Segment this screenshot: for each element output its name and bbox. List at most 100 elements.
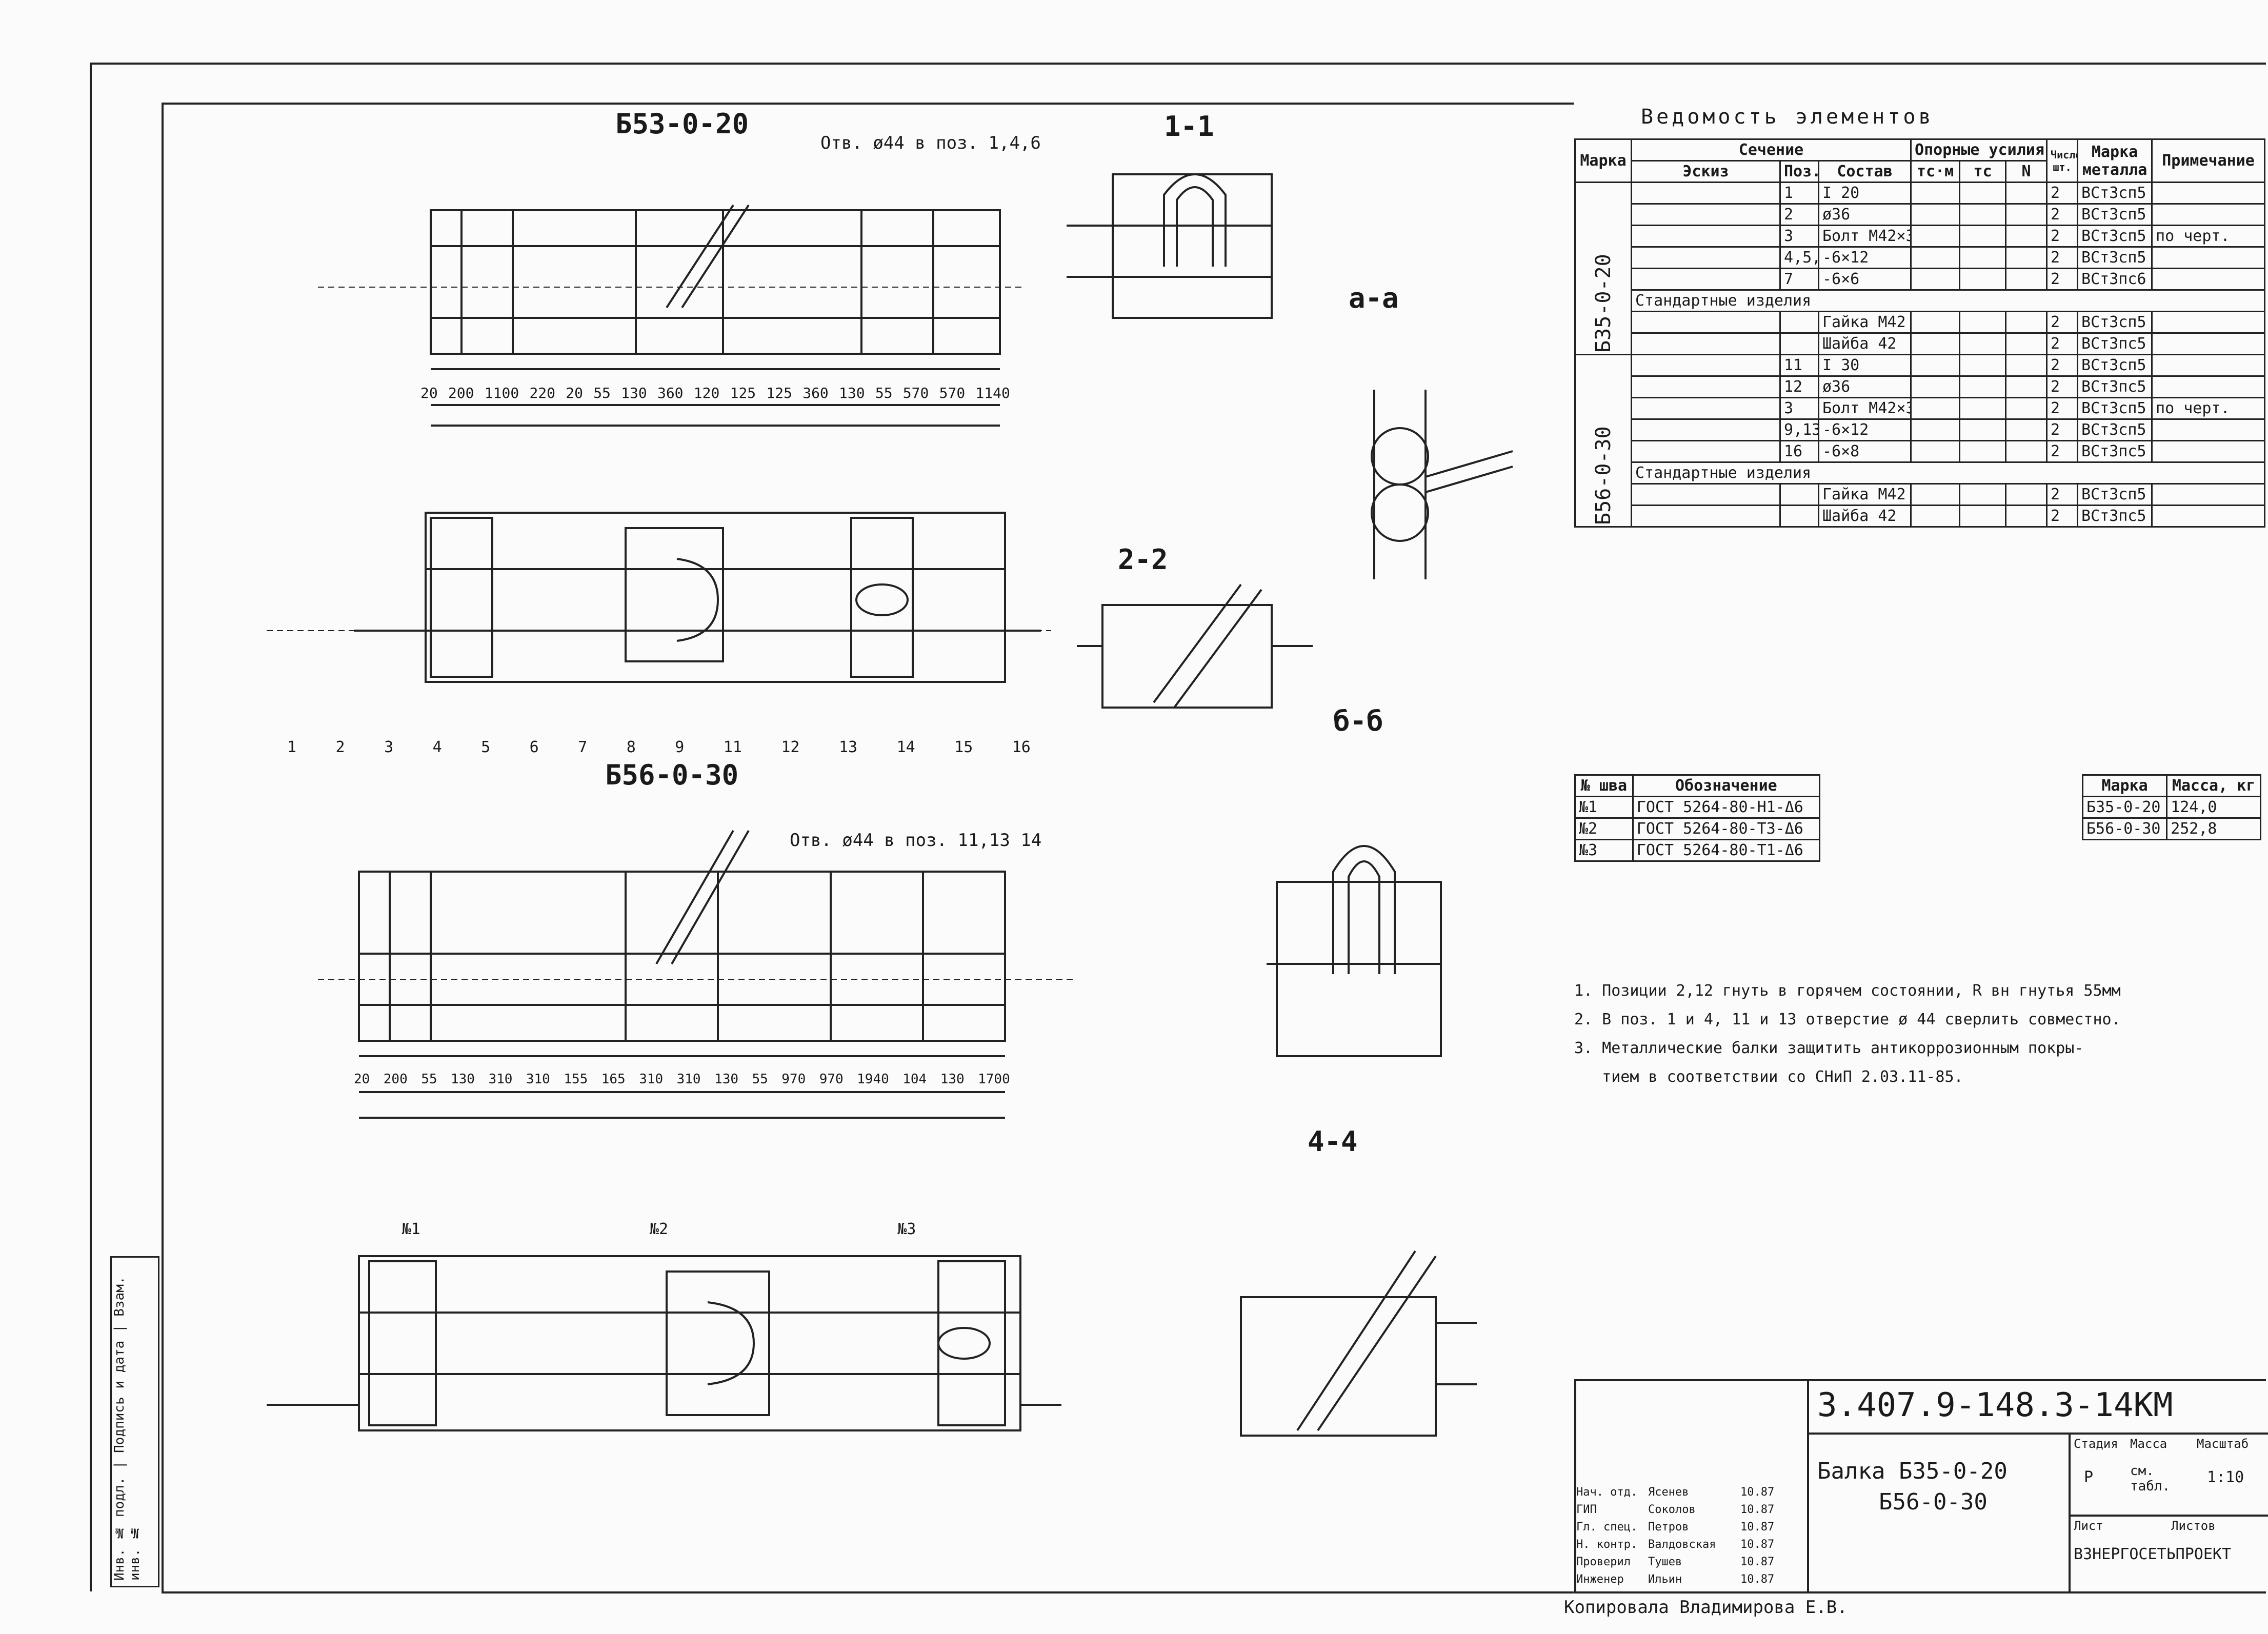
- col-tc: тс: [1959, 160, 2007, 183]
- section-a-a-title: а-а: [1349, 282, 1399, 314]
- col-n: Число шт.: [2046, 138, 2079, 183]
- weld-cell: ГОСТ 5264-80-Т3-Δ6: [1632, 817, 1821, 840]
- std-items-row: Стандартные изделия: [1575, 289, 2266, 312]
- force-cell: [1910, 311, 1961, 334]
- section-1-1: [1112, 173, 1273, 319]
- side-stamp: Инв. № подл. | Подпись и дата | Взам. ин…: [110, 1256, 159, 1587]
- dimension-label: 220: [529, 385, 556, 401]
- dimension-label: 155: [564, 1072, 588, 1087]
- force-cell: [2005, 246, 2048, 269]
- dimension-label: 130: [714, 1072, 739, 1087]
- weld-cell: ГОСТ 5264-80-Т1-Δ6: [1632, 839, 1821, 862]
- position-label: 8: [626, 738, 636, 756]
- force-cell: [1959, 268, 2007, 291]
- metal-cell: ВСт3сп5: [2077, 181, 2153, 205]
- force-cell: [1959, 397, 2007, 420]
- pos-cell: [1779, 311, 1819, 334]
- signature-role: Н. контр.: [1576, 1538, 1638, 1551]
- sketch-cell: [1631, 268, 1781, 291]
- force-cell: [1910, 203, 1961, 226]
- dimension-label: 104: [902, 1072, 927, 1087]
- note-cell: [2151, 203, 2266, 226]
- weld-col-desc: Обозначение: [1632, 774, 1821, 797]
- dimension-label: 130: [839, 385, 865, 401]
- n-cell: 2: [2046, 397, 2079, 420]
- force-cell: [2005, 268, 2048, 291]
- pos-cell: 7: [1779, 268, 1819, 291]
- mass-cell: 252,8: [2166, 817, 2261, 840]
- dimension-label: 120: [693, 385, 720, 401]
- col-metal: Марка металла: [2077, 138, 2153, 183]
- note-cell: [2151, 246, 2266, 269]
- sheet-header: Лист: [2074, 1519, 2103, 1533]
- beam-elevation-bottom: [358, 871, 1006, 1042]
- std-items-row: Стандартные изделия: [1575, 461, 2266, 485]
- n-cell: 2: [2046, 332, 2079, 355]
- n-cell: 2: [2046, 181, 2079, 205]
- dimension-label: 20: [420, 385, 438, 401]
- copied-by: Копировала Владимирова Е.В.: [1564, 1597, 1848, 1618]
- sketch-cell: [1631, 203, 1781, 226]
- sketch-cell: [1631, 375, 1781, 398]
- force-cell: [2005, 181, 2048, 205]
- dimension-label: 1100: [484, 385, 519, 401]
- force-cell: [2005, 332, 2048, 355]
- mass-cell: Б56-0-30: [2081, 817, 2168, 840]
- dimension-label: 55: [875, 385, 893, 401]
- weld-label: №1: [402, 1220, 420, 1238]
- view-title-bottom: Б56-0-30: [605, 759, 738, 791]
- n-cell: 2: [2046, 268, 2079, 291]
- note-3: 3. Металлические балки защитить антикорр…: [1574, 1039, 2084, 1057]
- inner-frame: [162, 103, 1574, 1593]
- force-cell: [1910, 483, 1961, 506]
- force-cell: [1959, 203, 2007, 226]
- note-cell: [2151, 505, 2266, 528]
- force-cell: [1959, 311, 2007, 334]
- force-cell: [2005, 397, 2048, 420]
- signature-role: Инженер: [1576, 1573, 1624, 1586]
- view-title-top: Б5З-0-20: [615, 108, 749, 140]
- stage-header: Стадия: [2074, 1437, 2118, 1451]
- pos-cell: [1779, 505, 1819, 528]
- note-cell: [2151, 483, 2266, 506]
- col-tcm: тс·м: [1910, 160, 1961, 183]
- position-label: 12: [781, 738, 800, 756]
- note-cell: [2151, 418, 2266, 441]
- n-cell: 2: [2046, 225, 2079, 248]
- dimension-label: 1940: [857, 1072, 889, 1087]
- scale-header: Масштаб: [2197, 1437, 2249, 1451]
- pos-cell: 3: [1779, 397, 1819, 420]
- sketch-cell: [1631, 397, 1781, 420]
- mass-col-mark: Марка: [2081, 774, 2168, 797]
- comp-cell: -6×8: [1817, 440, 1912, 463]
- force-cell: [1959, 332, 2007, 355]
- force-cell: [1910, 440, 1961, 463]
- mass-col-mass: Масса, кг: [2166, 774, 2261, 797]
- signature-name: Петров: [1648, 1521, 1689, 1534]
- force-cell: [1910, 397, 1961, 420]
- signature-date: 10.87: [1740, 1503, 1775, 1516]
- mass-value: см. табл.: [2130, 1463, 2171, 1494]
- note-cell: [2151, 332, 2266, 355]
- dimension-label: 360: [657, 385, 684, 401]
- n-cell: 2: [2046, 246, 2079, 269]
- dimension-label: 970: [781, 1072, 806, 1087]
- group-mark: Б56-0-30: [1575, 354, 1632, 527]
- force-cell: [2005, 225, 2048, 248]
- position-label: 3: [384, 738, 394, 756]
- dimension-label: 1140: [975, 385, 1010, 401]
- doc-name-2: Б56-0-30: [1879, 1489, 1988, 1515]
- metal-cell: ВСт3пс5: [2077, 440, 2153, 463]
- comp-cell: ø36: [1817, 375, 1912, 398]
- position-label: 1: [287, 738, 297, 756]
- section-1-1-title: 1-1: [1164, 110, 1214, 143]
- pos-cell: 2: [1779, 203, 1819, 226]
